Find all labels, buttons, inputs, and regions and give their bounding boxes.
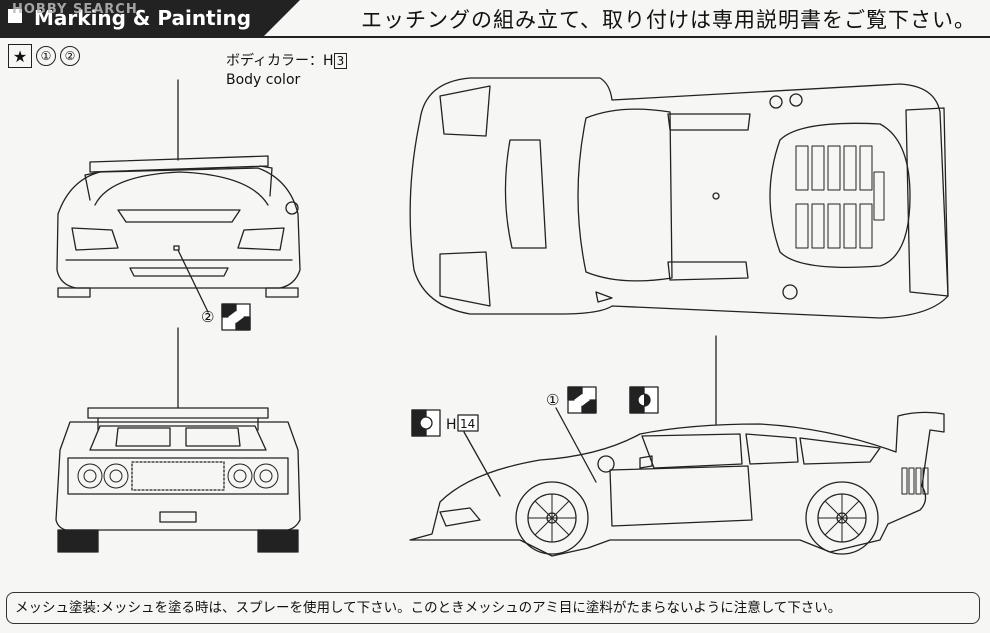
body-color-jp: ボディカラー：H <box>226 53 334 69</box>
mesh-painting-note: メッシュ塗装:メッシュを塗る時は、スプレーを使用して下さい。このときメッシュのア… <box>6 592 980 624</box>
front-view-drawing <box>56 79 301 313</box>
mesh-note-text: メッシュ塗装:メッシュを塗る時は、スプレーを使用して下さい。このときメッシュのア… <box>15 600 842 616</box>
masking-icon-front <box>221 303 251 331</box>
section-title: Marking & Painting <box>34 6 252 30</box>
h14-prefix: H <box>446 417 457 433</box>
body-color-number: 3 <box>333 53 348 69</box>
rear-view-drawing <box>55 327 301 553</box>
variant-marks: ★ ① ② <box>8 44 80 68</box>
instruction-text: エッチングの組み立て、取り付けは専用説明書をご覧下さい。 <box>361 8 976 32</box>
h14-swatch-icon <box>411 409 441 437</box>
h14-number: 14 <box>460 417 475 431</box>
top-view-drawing <box>409 77 949 319</box>
variant-mark-2: ② <box>60 46 80 66</box>
car-drawings: ② <box>55 77 949 557</box>
header-bar: Marking & Painting HOBBY SEARCH エッチングの組み… <box>0 0 990 38</box>
star-icon: ★ <box>8 44 32 68</box>
variant-mark-1: ① <box>36 46 56 66</box>
header-title-tab: Marking & Painting <box>0 0 300 36</box>
side-marker-label: ① <box>546 391 559 409</box>
checkbox-icon <box>8 9 22 23</box>
front-marker-label: ② <box>201 308 214 326</box>
watermark: HOBBY SEARCH <box>12 2 138 17</box>
body-color-en: Body color <box>226 72 301 88</box>
side-view-drawing <box>409 335 945 557</box>
masking-icon-side <box>567 386 597 414</box>
color-swatch-icon <box>629 386 659 414</box>
